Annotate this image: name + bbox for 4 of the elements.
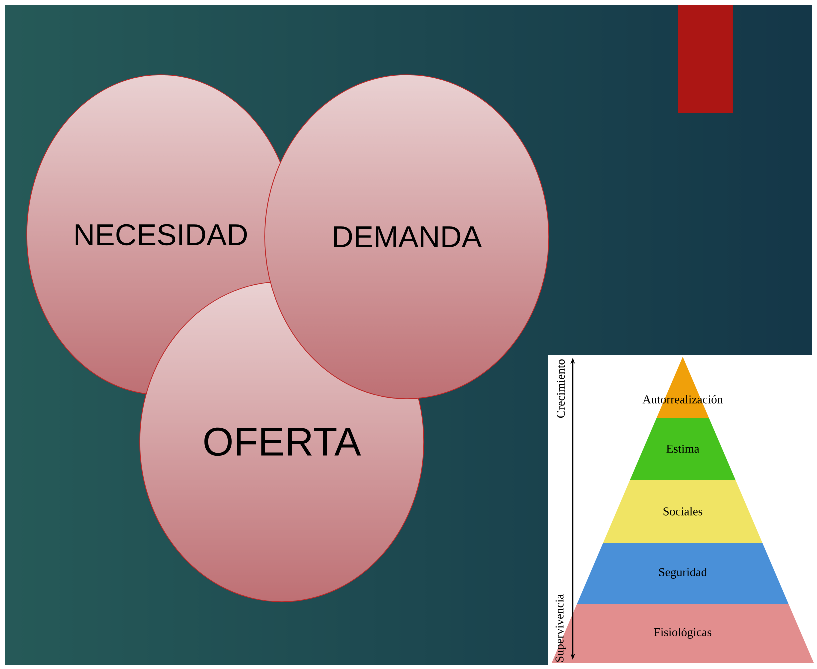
axis-label: Crecimiento [556, 360, 566, 418]
pyramid-level: Sociales [603, 480, 763, 543]
pyramid-level: Seguridad [577, 542, 789, 604]
pyramid-level: Estima [630, 418, 736, 480]
